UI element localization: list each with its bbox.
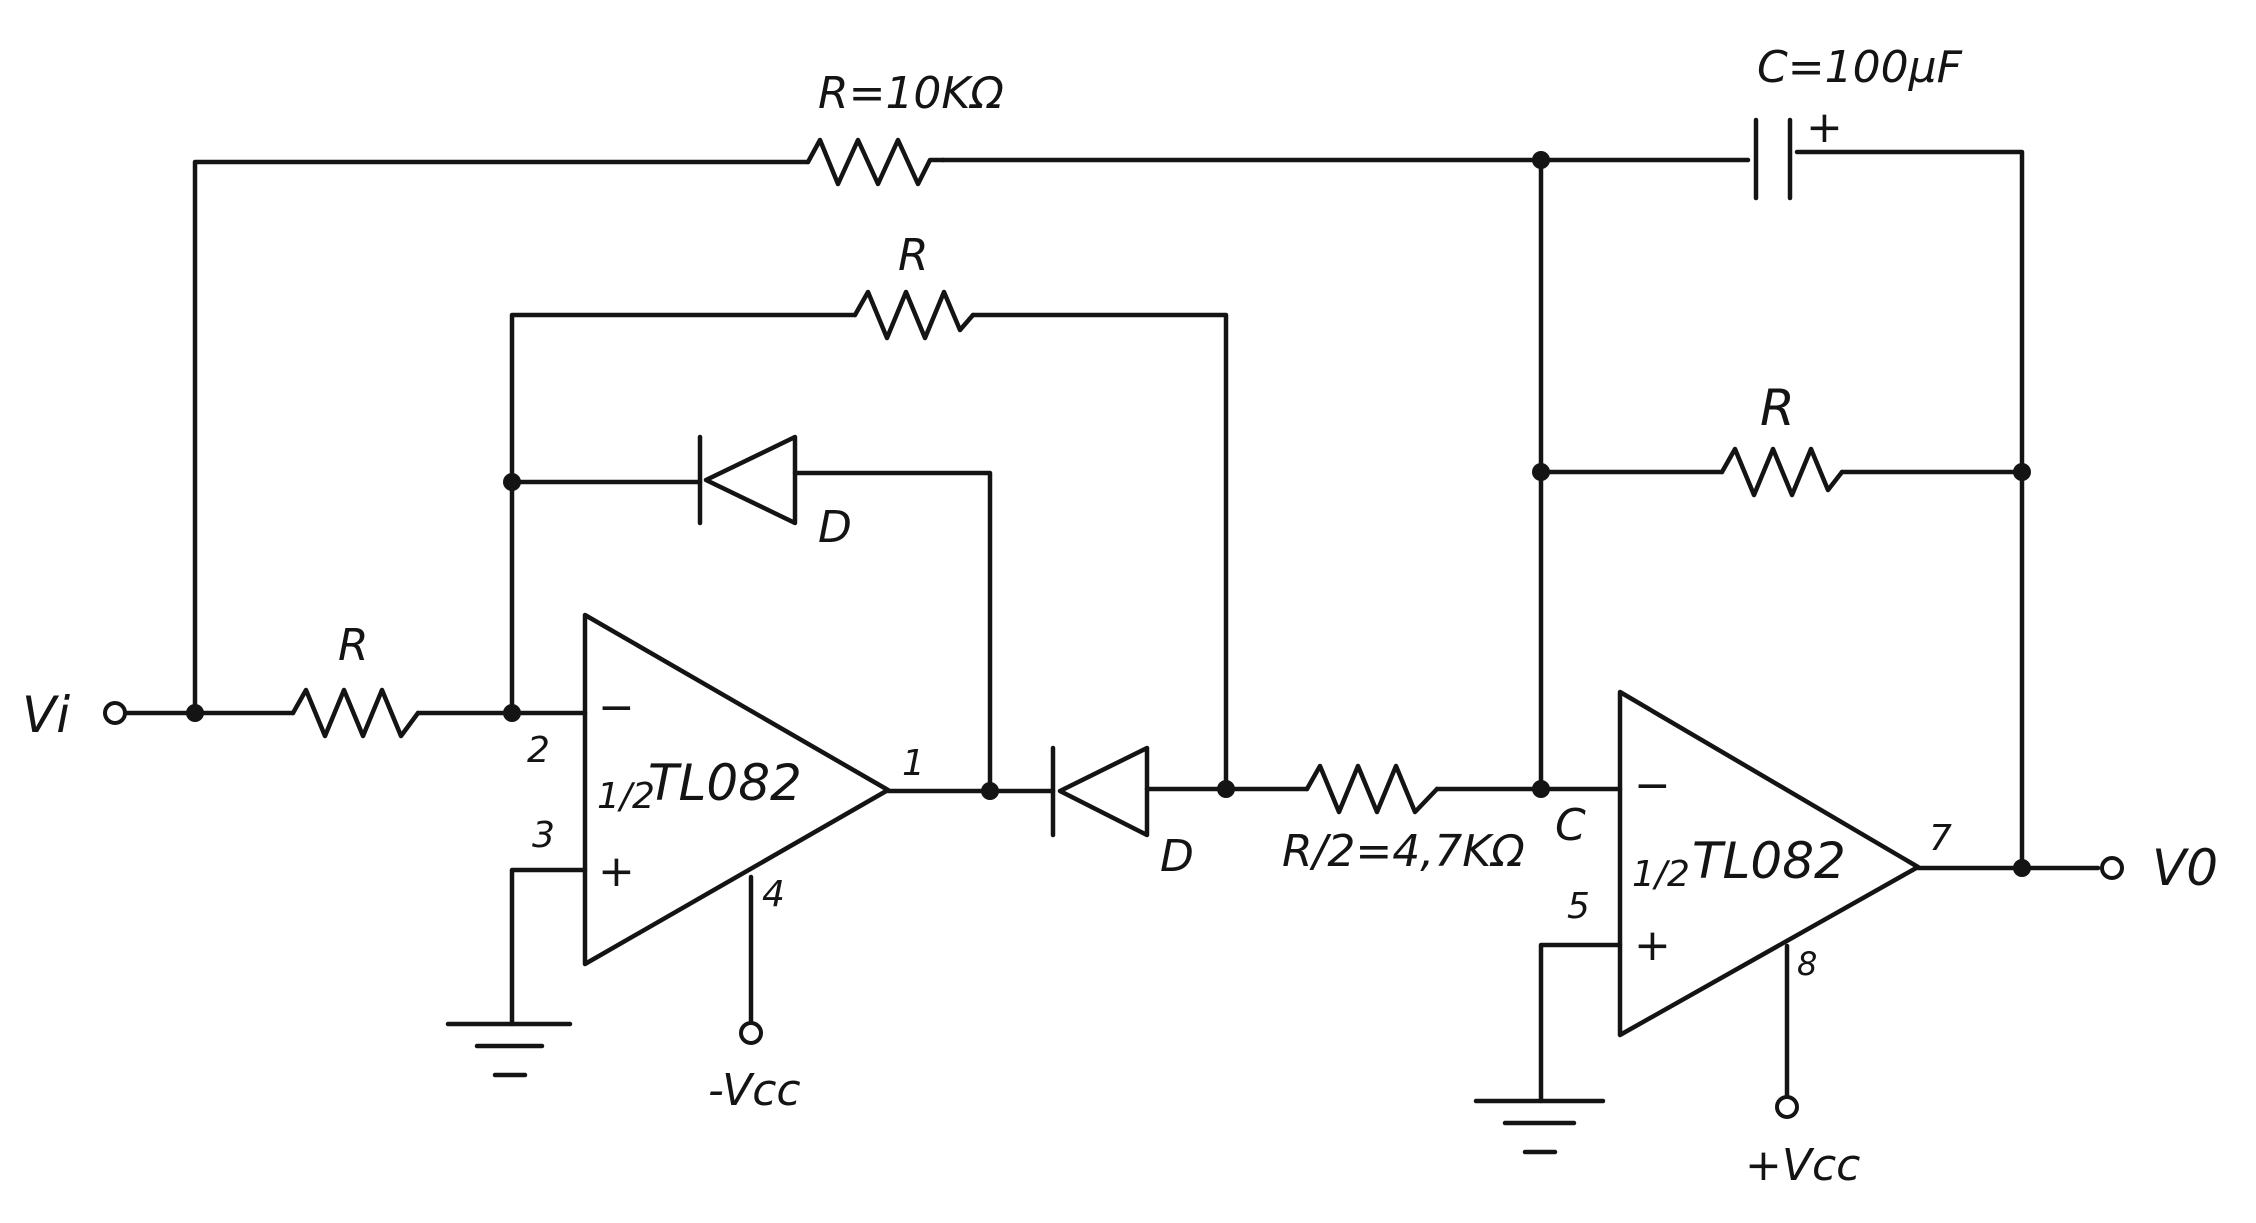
opamp2-supply-label: +Vcc: [1745, 1140, 1860, 1191]
opamp1-pin-noninv: 3: [532, 815, 555, 856]
opamp1-pin-out: 1: [902, 743, 925, 784]
opamp2-half: 1/2: [1632, 854, 1690, 895]
resistor-input-label: R: [338, 620, 369, 671]
wire-op2-noninv-gnd: [1538, 942, 1623, 1104]
resistor-input: [290, 687, 421, 739]
resistor-series-r2: [1304, 763, 1440, 815]
resistor-right-feedback: [1719, 446, 1845, 498]
resistor-top-feedback: [805, 137, 946, 187]
ground-right-icon: [1473, 1098, 1606, 1155]
output-label: V0: [2152, 839, 2218, 897]
resistor-right-label: R: [1760, 379, 1795, 437]
opamp1-triangle: [582, 612, 891, 967]
diode-lower-label: D: [1160, 831, 1194, 882]
opamp1-noninv-sign: +: [598, 846, 635, 897]
capacitor-polarity: +: [1806, 102, 1843, 153]
opamp2-part-name: TL082: [1692, 832, 1846, 890]
wire-loop-left: [509, 312, 858, 716]
terminal-vo: [2100, 856, 2124, 880]
diode-lower: [1050, 745, 1150, 838]
input-label: Vi: [22, 686, 70, 744]
junction-dot: [2013, 463, 2031, 481]
junction-dot: [503, 704, 521, 722]
opamp2-pin-noninv: 5: [1567, 886, 1590, 927]
wire-cap-right: [1794, 149, 2025, 871]
opamp2-pin-supply: 8: [1797, 945, 1817, 983]
resistor-upper-loop: [852, 289, 976, 341]
junction-dot: [503, 473, 521, 491]
opamp2-inv-sign: −: [1634, 760, 1671, 811]
terminal-vi: [103, 701, 127, 725]
ground-left-icon: [445, 1021, 573, 1078]
opamp1-pin-inv: 2: [527, 730, 550, 771]
junction-dot: [1532, 151, 1550, 169]
diode-upper-label: D: [818, 502, 852, 553]
opamp1-supply-label: -Vcc: [708, 1065, 801, 1116]
junction-dot: [1217, 780, 1235, 798]
opamp1-part-name: TL082: [648, 754, 802, 812]
diode-upper: [697, 434, 798, 526]
capacitor: [1753, 117, 1793, 201]
wire-diode1-right: [792, 470, 993, 795]
opamp2-noninv-sign: +: [1634, 920, 1671, 971]
opamp2-node-c: C: [1555, 800, 1586, 851]
opamp1-pin-supply: 4: [762, 874, 785, 915]
opamp1-inv-sign: −: [598, 682, 635, 733]
junction-dot: [981, 782, 999, 800]
terminal-pos-vcc: [1775, 1095, 1799, 1119]
capacitor-label: C=100μF: [1757, 42, 1963, 93]
resistor-top-label: R=10KΩ: [818, 68, 1004, 119]
resistor-series-label: R/2=4,7KΩ: [1282, 826, 1525, 877]
wire-op1-noninv-gnd: [509, 867, 588, 1027]
resistor-upper-label: R: [898, 230, 929, 281]
wire-loop-right: [970, 312, 1229, 794]
opamp1-half: 1/2: [597, 776, 655, 817]
opamp2-pin-out: 7: [1929, 818, 1952, 859]
junction-dot: [186, 704, 204, 722]
junction-dot: [1532, 463, 1550, 481]
terminal-neg-vcc: [739, 1021, 763, 1045]
junction-dot: [2013, 859, 2031, 877]
junction-dot: [1532, 780, 1550, 798]
wire-vi-to-top: [192, 159, 811, 716]
junctions: [186, 151, 2031, 877]
opamp2-triangle: [1617, 689, 1921, 1038]
